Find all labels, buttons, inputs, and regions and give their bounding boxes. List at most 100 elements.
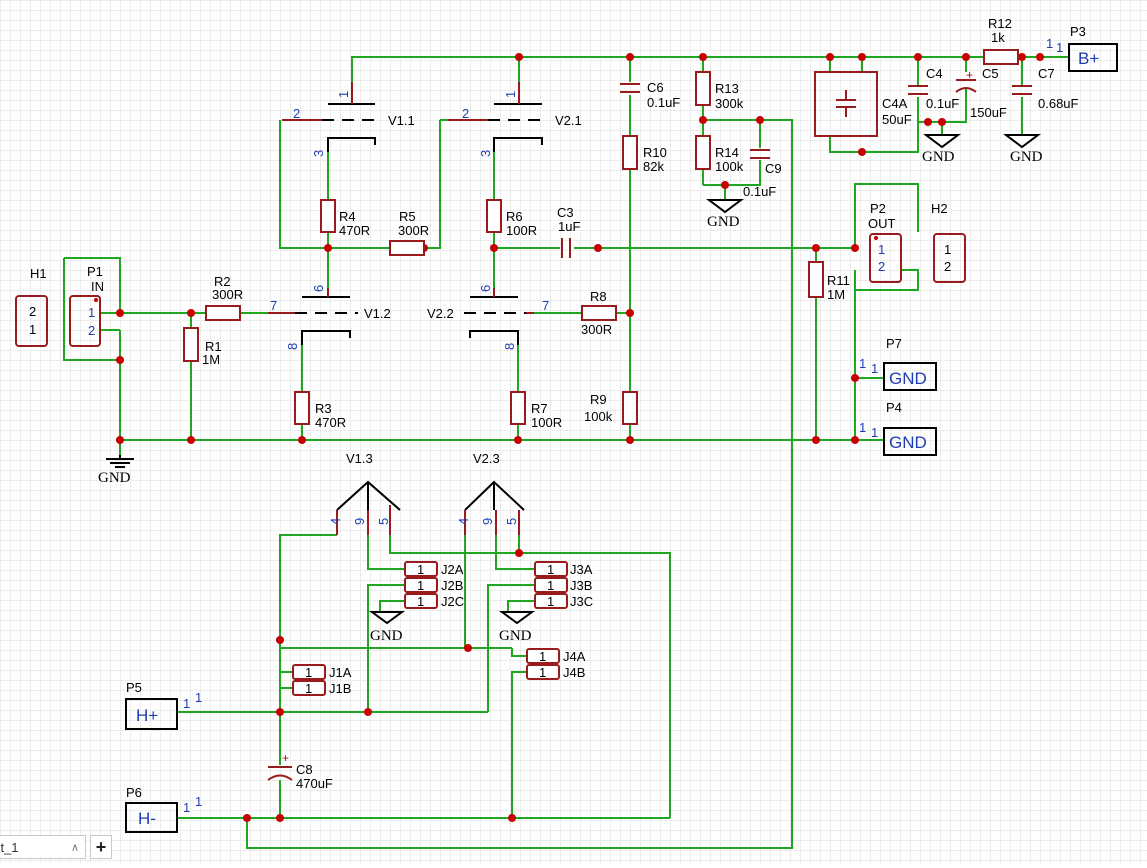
connector-p1[interactable]: 1 2 P1 IN [69, 264, 104, 347]
tube-v2-2: V2.2 6 7 8 [427, 285, 549, 350]
jumper-j2c[interactable]: 1 J2C [404, 593, 464, 609]
svg-text:V1.2: V1.2 [364, 306, 391, 321]
svg-text:GND: GND [98, 470, 131, 486]
svg-text:C4A: C4A [882, 96, 908, 111]
wires [63, 56, 1068, 849]
svg-text:C9: C9 [765, 161, 782, 176]
svg-text:GND: GND [370, 628, 403, 644]
svg-text:8: 8 [502, 343, 517, 350]
svg-text:82k: 82k [643, 159, 664, 174]
svg-text:C7: C7 [1038, 66, 1055, 81]
resistor-r1[interactable]: R1 1M [183, 327, 222, 367]
connector-h2[interactable]: 1 2 H2 [931, 201, 966, 283]
svg-text:1: 1 [539, 649, 546, 664]
jumper-j1a[interactable]: 1 J1A [292, 664, 352, 680]
svg-text:2: 2 [878, 259, 885, 274]
capacitor-c4[interactable]: C4 0.1uF [908, 66, 959, 111]
jumper-j4a[interactable]: 1 J4A [526, 648, 586, 664]
svg-text:R7: R7 [531, 401, 548, 416]
resistor-r8[interactable]: R8 300R [581, 289, 617, 337]
resistor-r3[interactable]: R3 470R [294, 391, 346, 430]
capacitor-c5[interactable]: + C5 150uF [955, 66, 1007, 120]
resistor-r13[interactable]: R13 300k [695, 71, 744, 111]
capacitor-c9[interactable]: C9 0.1uF [743, 149, 782, 199]
svg-text:R5: R5 [399, 209, 416, 224]
add-sheet-button[interactable]: + [90, 835, 112, 859]
capacitor-c3[interactable]: C3 1uF [557, 205, 580, 258]
jumper-j1b[interactable]: 1 J1B [292, 680, 351, 696]
svg-text:OUT: OUT [868, 216, 896, 231]
svg-text:470R: 470R [339, 223, 370, 238]
svg-text:1: 1 [503, 91, 518, 98]
svg-text:C8: C8 [296, 762, 313, 777]
capacitor-c6[interactable]: C6 0.1uF [620, 80, 680, 110]
svg-text:R12: R12 [988, 16, 1012, 31]
svg-text:1: 1 [417, 562, 424, 577]
svg-text:7: 7 [270, 298, 277, 313]
svg-text:50uF: 50uF [882, 112, 912, 127]
svg-text:1: 1 [539, 665, 546, 680]
resistor-r7[interactable]: R7 100R [510, 391, 562, 430]
svg-text:+: + [282, 751, 289, 765]
connector-h1[interactable]: 2 1 H1 [15, 266, 48, 347]
resistor-r2[interactable]: R2 300R [205, 274, 243, 321]
svg-text:R13: R13 [715, 81, 739, 96]
jumper-j3b[interactable]: 1 J3B [534, 577, 592, 593]
svg-text:1: 1 [417, 578, 424, 593]
svg-text:9: 9 [352, 518, 367, 525]
resistor-r6[interactable]: R6 100R [486, 199, 537, 238]
svg-text:R3: R3 [315, 401, 332, 416]
svg-text:R4: R4 [339, 209, 356, 224]
svg-text:2: 2 [293, 106, 300, 121]
connector-p2[interactable]: 1 2 P2 OUT [868, 201, 902, 283]
svg-text:4: 4 [328, 518, 343, 525]
jumper-j3c[interactable]: 1 J3C [534, 593, 593, 609]
svg-text:V2.1: V2.1 [555, 113, 582, 128]
resistor-r10[interactable]: R10 82k [622, 135, 667, 174]
ground-symbol-input: GND [98, 455, 134, 486]
capacitor-c7[interactable]: C7 0.68uF [1012, 66, 1079, 111]
svg-text:R6: R6 [506, 209, 523, 224]
resistor-r5[interactable]: R5 300R [389, 209, 429, 256]
jumper-j2b[interactable]: 1 J2B [404, 577, 463, 593]
svg-text:H+: H+ [136, 706, 158, 725]
svg-text:1: 1 [195, 690, 202, 705]
svg-text:1: 1 [871, 425, 878, 440]
tube-v1-2: V1.2 6 7 8 [268, 285, 391, 350]
resistor-r9[interactable]: R9 100k [584, 391, 638, 425]
port-p7-gnd[interactable]: GND P7 1 1 [859, 336, 937, 391]
port-p4-gnd[interactable]: GND P4 1 1 [859, 400, 937, 456]
resistor-r4[interactable]: R4 470R [320, 199, 370, 238]
resistor-r11[interactable]: R11 1M [808, 261, 850, 302]
svg-text:9: 9 [480, 518, 495, 525]
port-p6-hminus[interactable]: H- P6 1 1 [125, 785, 202, 833]
svg-text:300R: 300R [398, 223, 429, 238]
sheet-tab[interactable]: eet_1 ∧ [0, 835, 86, 859]
jumper-j2a[interactable]: 1 J2A [404, 561, 464, 577]
capacitor-c4a[interactable]: C4A 50uF [814, 71, 912, 137]
svg-text:C3: C3 [557, 205, 574, 220]
tube-v1-3-heater: V1.3 4 9 5 [328, 451, 401, 535]
port-p5-hplus[interactable]: H+ P5 1 1 [125, 680, 202, 730]
svg-text:J1A: J1A [329, 665, 352, 680]
svg-text:J2B: J2B [441, 578, 463, 593]
resistor-r14[interactable]: R14 100k [695, 135, 744, 174]
jumper-j4b[interactable]: 1 J4B [526, 664, 585, 680]
svg-text:1: 1 [859, 420, 866, 435]
svg-text:GND: GND [707, 214, 740, 230]
svg-text:0.1uF: 0.1uF [743, 184, 776, 199]
svg-text:1: 1 [183, 800, 190, 815]
jumper-j3a[interactable]: 1 J3A [534, 561, 593, 577]
svg-text:1: 1 [183, 696, 190, 711]
svg-text:1M: 1M [202, 352, 220, 367]
capacitor-c8[interactable]: + C8 470uF [267, 751, 333, 791]
svg-text:150uF: 150uF [970, 105, 1007, 120]
svg-text:1: 1 [1046, 36, 1053, 51]
resistor-r12[interactable]: R12 1k [983, 16, 1019, 65]
svg-text:1: 1 [871, 361, 878, 376]
port-p3-bplus[interactable]: B+ P3 1 1 [1046, 24, 1118, 72]
svg-text:300k: 300k [715, 96, 744, 111]
chevron-up-icon[interactable]: ∧ [70, 841, 79, 854]
